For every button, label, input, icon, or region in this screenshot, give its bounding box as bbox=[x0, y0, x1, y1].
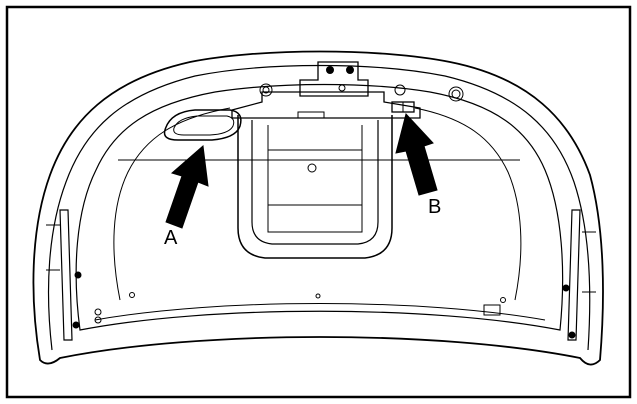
lid-inner-edge bbox=[47, 64, 591, 351]
arrow-b bbox=[395, 112, 438, 196]
hole-lower-left-1 bbox=[94, 308, 102, 316]
right-hinge-bolt-1 bbox=[562, 284, 570, 292]
latch-bolt-right bbox=[346, 66, 354, 74]
hole-lower-left-2 bbox=[94, 316, 102, 324]
latch-pin bbox=[338, 84, 346, 92]
component-a-lens bbox=[173, 115, 235, 136]
left-hinge-bolt-2 bbox=[72, 321, 80, 329]
top-crossbar bbox=[231, 91, 421, 119]
hole-right-top bbox=[394, 84, 406, 96]
center-hole bbox=[307, 163, 317, 173]
component-a-housing bbox=[163, 109, 242, 141]
panel-contour-right bbox=[414, 107, 522, 301]
bottom-trim bbox=[94, 303, 546, 321]
callout-label-a: A bbox=[164, 227, 178, 249]
center-bracket-outer bbox=[237, 115, 393, 259]
right-hinge-bolt-2 bbox=[568, 331, 576, 339]
lid-outer-edge bbox=[32, 50, 604, 366]
arrow-a bbox=[165, 145, 209, 229]
hole-far-right-inner bbox=[451, 89, 461, 99]
latch-assembly bbox=[299, 61, 369, 97]
left-hinge-bolt-1 bbox=[74, 271, 82, 279]
center-box bbox=[267, 125, 363, 233]
hole-bottom-center bbox=[315, 293, 321, 299]
hole-bottom-left bbox=[129, 292, 135, 298]
hole-left-top-inner bbox=[262, 86, 270, 94]
right-hinge bbox=[567, 209, 581, 341]
hole-bottom-right bbox=[500, 297, 506, 303]
callout-label-b: B bbox=[428, 196, 442, 218]
left-hinge bbox=[59, 209, 73, 341]
inner-panel bbox=[75, 83, 564, 331]
center-bracket-inner bbox=[251, 120, 379, 245]
hole-far-right bbox=[448, 86, 464, 102]
bottom-clip bbox=[483, 304, 501, 316]
hole-left-top bbox=[259, 83, 273, 97]
border bbox=[5, 5, 632, 399]
latch-bolt-left bbox=[326, 66, 334, 74]
crossbar-slot bbox=[297, 111, 325, 119]
panel-contour-left bbox=[113, 107, 231, 301]
